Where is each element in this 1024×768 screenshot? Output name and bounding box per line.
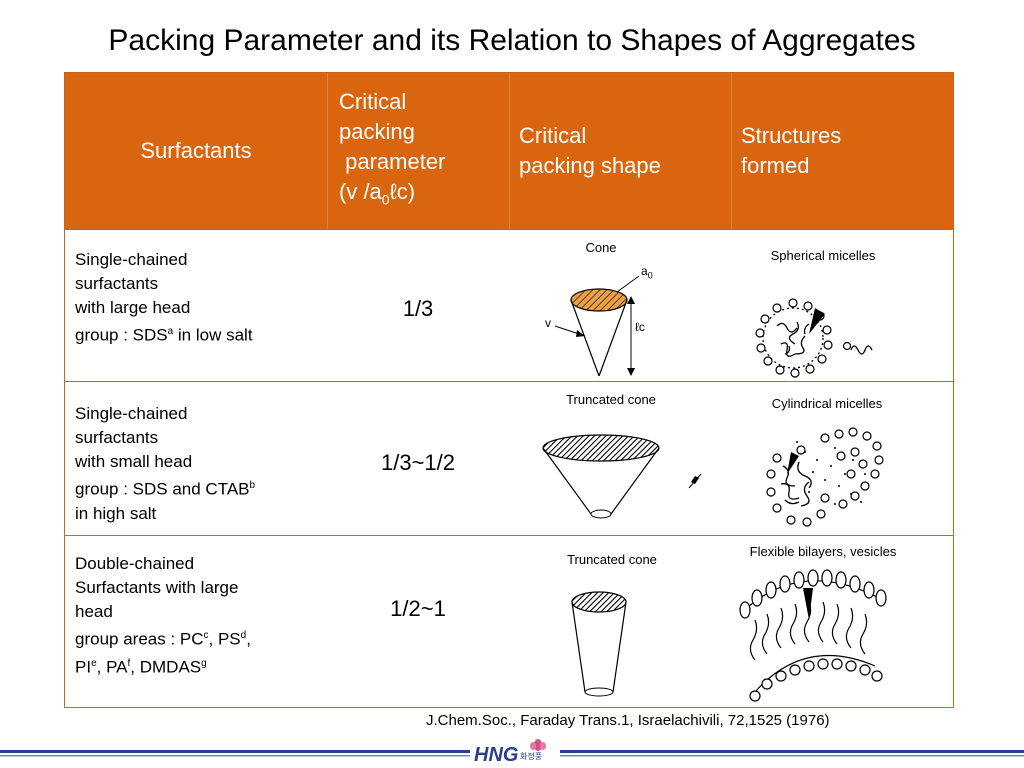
lc-label: ℓc	[635, 320, 645, 334]
header-surfactants: Surfactants	[140, 138, 252, 163]
surfactant-description: Double-chained Surfactants with large he…	[75, 554, 251, 677]
bilayer-vesicle-icon	[739, 569, 887, 702]
v-label: v	[545, 316, 551, 330]
company-logo: HNG	[474, 744, 519, 766]
packing-parameter-value: 1/3	[402, 296, 434, 321]
header-structures-formed: Structures formed	[741, 123, 842, 178]
page-title: Packing Parameter and its Relation to Sh…	[108, 24, 916, 57]
header-critical-packing-parameter: Critical packing parameter (v /a0ℓc)	[339, 89, 446, 208]
shape-caption: Truncated cone	[566, 392, 656, 407]
a0-label: a0	[641, 264, 653, 281]
cone-diagram	[554, 275, 640, 377]
flower-logo-icon	[530, 739, 546, 751]
structure-caption: Flexible bilayers, vesicles	[749, 544, 897, 559]
spherical-micelle-icon	[755, 298, 873, 378]
shape-caption: Truncated cone	[567, 552, 657, 567]
company-logo-sub: 화정풍	[520, 752, 543, 761]
table-row: Double-chained Surfactants with large he…	[65, 535, 953, 708]
packing-parameter-value: 1/3~1/2	[380, 450, 455, 475]
surfactant-description: Single-chained surfactants with large he…	[75, 250, 253, 345]
packing-table: Surfactants Critical packing parameter (…	[64, 72, 954, 708]
citation: J.Chem.Soc., Faraday Trans.1, Israelachi…	[426, 712, 830, 729]
packing-parameter-value: 1/2~1	[390, 596, 446, 621]
cylindrical-micelle-icon	[688, 427, 884, 527]
surfactant-description: Single-chained surfactants with small he…	[75, 404, 256, 523]
structure-caption: Spherical micelles	[770, 248, 876, 263]
header-critical-packing-shape: Critical packing shape	[519, 123, 661, 178]
table-row: Single-chained surfactants with large he…	[65, 229, 953, 382]
table-header: Surfactants Critical packing parameter (…	[65, 73, 953, 229]
structure-caption: Cylindrical micelles	[771, 396, 883, 411]
shape-caption: Cone	[585, 240, 617, 255]
truncated-cone-diagram	[571, 591, 627, 697]
table-row: Single-chained surfactants with small he…	[65, 381, 953, 536]
truncated-cone-diagram	[542, 434, 660, 519]
footer-bar	[0, 750, 1024, 757]
